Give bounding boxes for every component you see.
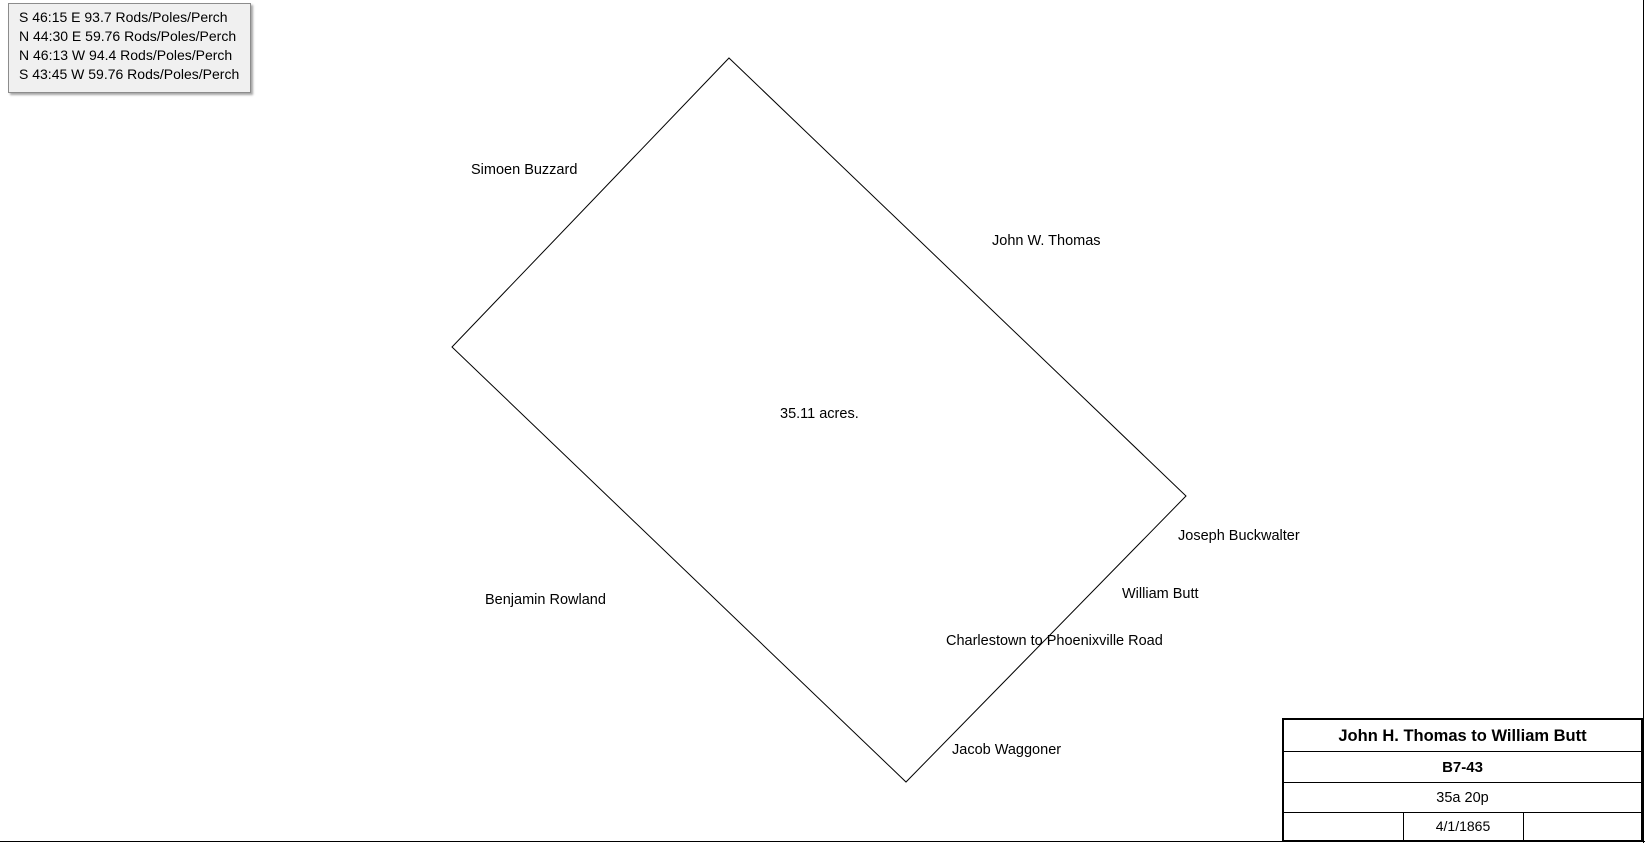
deed-id: B7-43	[1284, 752, 1641, 783]
bearing-call: N 44:30 E 59.76 Rods/Poles/Perch	[19, 28, 237, 44]
adjoiner-label-east-inner: William Butt	[1122, 586, 1199, 602]
bearing-call: S 46:15 E 93.7 Rods/Poles/Perch	[19, 9, 228, 25]
bearing-call: S 43:45 W 59.76 Rods/Poles/Perch	[19, 66, 240, 82]
adjoiner-label-southwest: Benjamin Rowland	[485, 592, 606, 608]
adjoiner-label-northeast: John W. Thomas	[992, 233, 1101, 249]
deed-date: 4/1/1865	[1403, 813, 1524, 840]
bearing-legend: S 46:15 E 93.7 Rods/Poles/Perch N 44:30 …	[8, 3, 251, 93]
page-bottom-border	[0, 841, 1645, 842]
title-block: John H. Thomas to William Butt B7-43 35a…	[1282, 718, 1643, 842]
area-label: 35.11 acres.	[780, 406, 859, 422]
date-row: 4/1/1865	[1284, 813, 1641, 840]
bearing-call: N 46:13 W 94.4 Rods/Poles/Perch	[19, 47, 233, 63]
deed-area: 35a 20p	[1284, 783, 1641, 813]
date-row-right-cell	[1524, 813, 1641, 840]
road-label: Charlestown to Phoenixville Road	[946, 633, 1163, 649]
adjoiner-label-east: Joseph Buckwalter	[1178, 528, 1300, 544]
parcel-boundary	[451, 57, 1187, 783]
adjoiner-label-northwest: Simoen Buzzard	[471, 162, 578, 178]
page-right-border	[1643, 0, 1644, 843]
adjoiner-label-south: Jacob Waggoner	[952, 742, 1062, 758]
deed-title: John H. Thomas to William Butt	[1284, 720, 1641, 752]
date-row-left-cell	[1284, 813, 1404, 840]
